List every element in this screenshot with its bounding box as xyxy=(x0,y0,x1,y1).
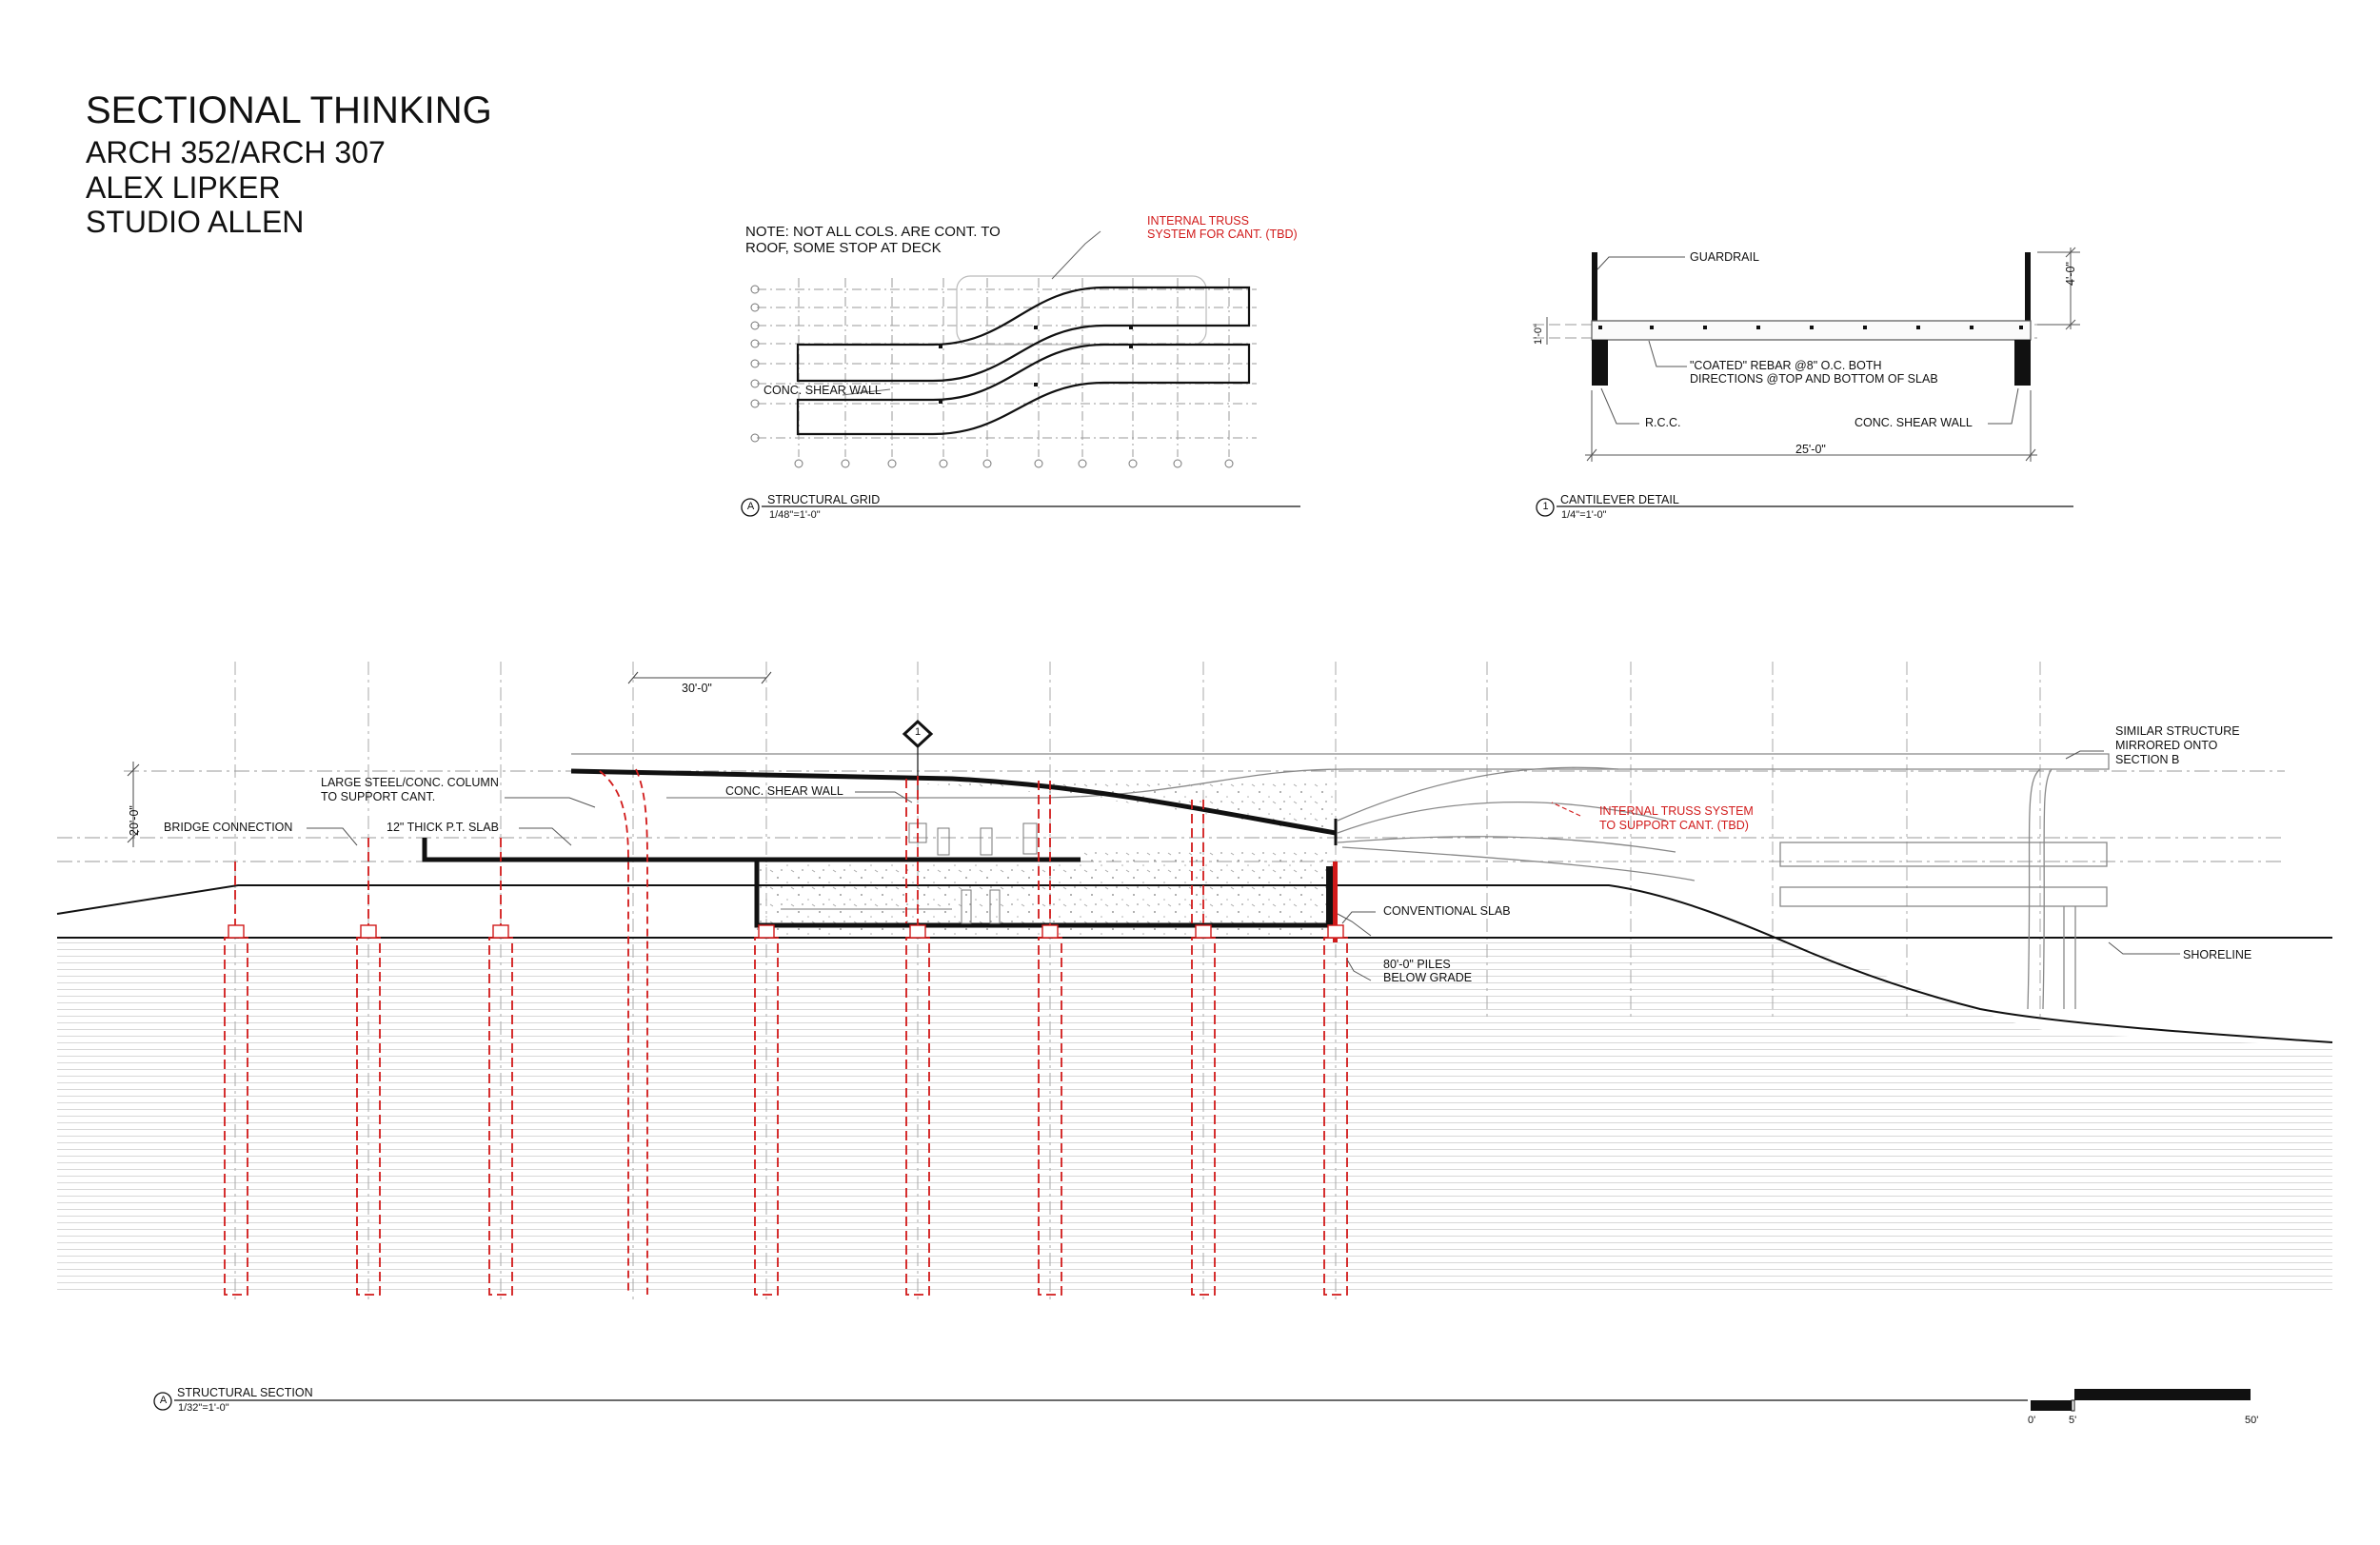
conventional-slab-label: CONVENTIONAL SLAB xyxy=(1383,904,1511,918)
guardrail-label: GUARDRAIL xyxy=(1690,250,1759,264)
detail-shear-wall-label: CONC. SHEAR WALL xyxy=(1854,416,1973,429)
column-note-line1: LARGE STEEL/CONC. COLUMN xyxy=(321,776,499,789)
section-shear-wall-label: CONC. SHEAR WALL xyxy=(725,784,843,798)
course-code: ARCH 352/ARCH 307 xyxy=(86,135,386,169)
scale-bar-tick-0: 0' xyxy=(2028,1415,2036,1426)
grid-shear-wall-label: CONC. SHEAR WALL xyxy=(764,384,882,397)
studio-name: STUDIO ALLEN xyxy=(86,205,305,239)
detail-slab-dimension: 1'-0" xyxy=(1533,324,1544,345)
shoreline-label: SHORELINE xyxy=(2183,948,2252,961)
grid-caption: STRUCTURAL GRID xyxy=(767,493,881,506)
pt-slab-label: 12" THICK P.T. SLAB xyxy=(387,821,499,834)
section-caption: STRUCTURAL SECTION xyxy=(177,1386,313,1399)
grid-scale: 1/48"=1'-0" xyxy=(769,509,821,521)
section-truss-note-line1: INTERNAL TRUSS SYSTEM xyxy=(1599,804,1754,818)
bay-spacing-dimension: 30'-0" xyxy=(682,682,712,695)
structural-section-drawing xyxy=(56,662,2333,1411)
structural-grid-plan xyxy=(741,230,1300,517)
grid-truss-note-line2: SYSTEM FOR CANT. (TBD) xyxy=(1147,228,1298,241)
grid-note-line2: ROOF, SOME STOP AT DECK xyxy=(745,240,942,256)
bridge-connection-label: BRIDGE CONNECTION xyxy=(164,821,293,834)
piles-note-line1: 80'-0" PILES xyxy=(1383,958,1451,971)
cantilever-detail-drawing xyxy=(1533,247,2080,517)
author-name: ALEX LIPKER xyxy=(86,170,281,205)
rcc-label: R.C.C. xyxy=(1645,416,1681,429)
scale-bar-tick-50: 50' xyxy=(2245,1415,2259,1426)
grid-note-line1: NOTE: NOT ALL COLS. ARE CONT. TO xyxy=(745,224,1001,240)
section-detail-marker: 1 xyxy=(914,726,922,738)
detail-caption: CANTILEVER DETAIL xyxy=(1560,493,1679,506)
detail-height-dimension: 4'-0" xyxy=(2064,262,2077,286)
grid-section-marker: A xyxy=(746,501,755,512)
rebar-note-line2: DIRECTIONS @TOP AND BOTTOM OF SLAB xyxy=(1690,372,1938,386)
detail-marker: 1 xyxy=(1542,501,1549,512)
similar-structure-line2: MIRRORED ONTO xyxy=(2115,739,2218,752)
section-truss-note-line2: TO SUPPORT CANT. (TBD) xyxy=(1599,819,1749,832)
section-scale: 1/32"=1'-0" xyxy=(178,1402,229,1414)
column-note-line2: TO SUPPORT CANT. xyxy=(321,790,436,803)
section-marker: A xyxy=(159,1395,168,1406)
similar-structure-line1: SIMILAR STRUCTURE xyxy=(2115,724,2240,738)
scale-bar-graphic xyxy=(2031,1389,2251,1412)
similar-structure-line3: SECTION B xyxy=(2115,753,2180,766)
piles-note-line2: BELOW GRADE xyxy=(1383,971,1473,984)
rebar-note-line1: "COATED" REBAR @8" O.C. BOTH xyxy=(1690,359,1882,372)
detail-width-dimension: 25'-0" xyxy=(1795,443,1826,456)
detail-scale: 1/4"=1'-0" xyxy=(1561,509,1607,521)
section-height-dimension: 20'-0" xyxy=(128,805,141,836)
grid-truss-note-line1: INTERNAL TRUSS xyxy=(1147,214,1249,228)
sheet-title: SECTIONAL THINKING xyxy=(86,89,492,131)
scale-bar-tick-5: 5' xyxy=(2069,1415,2077,1426)
